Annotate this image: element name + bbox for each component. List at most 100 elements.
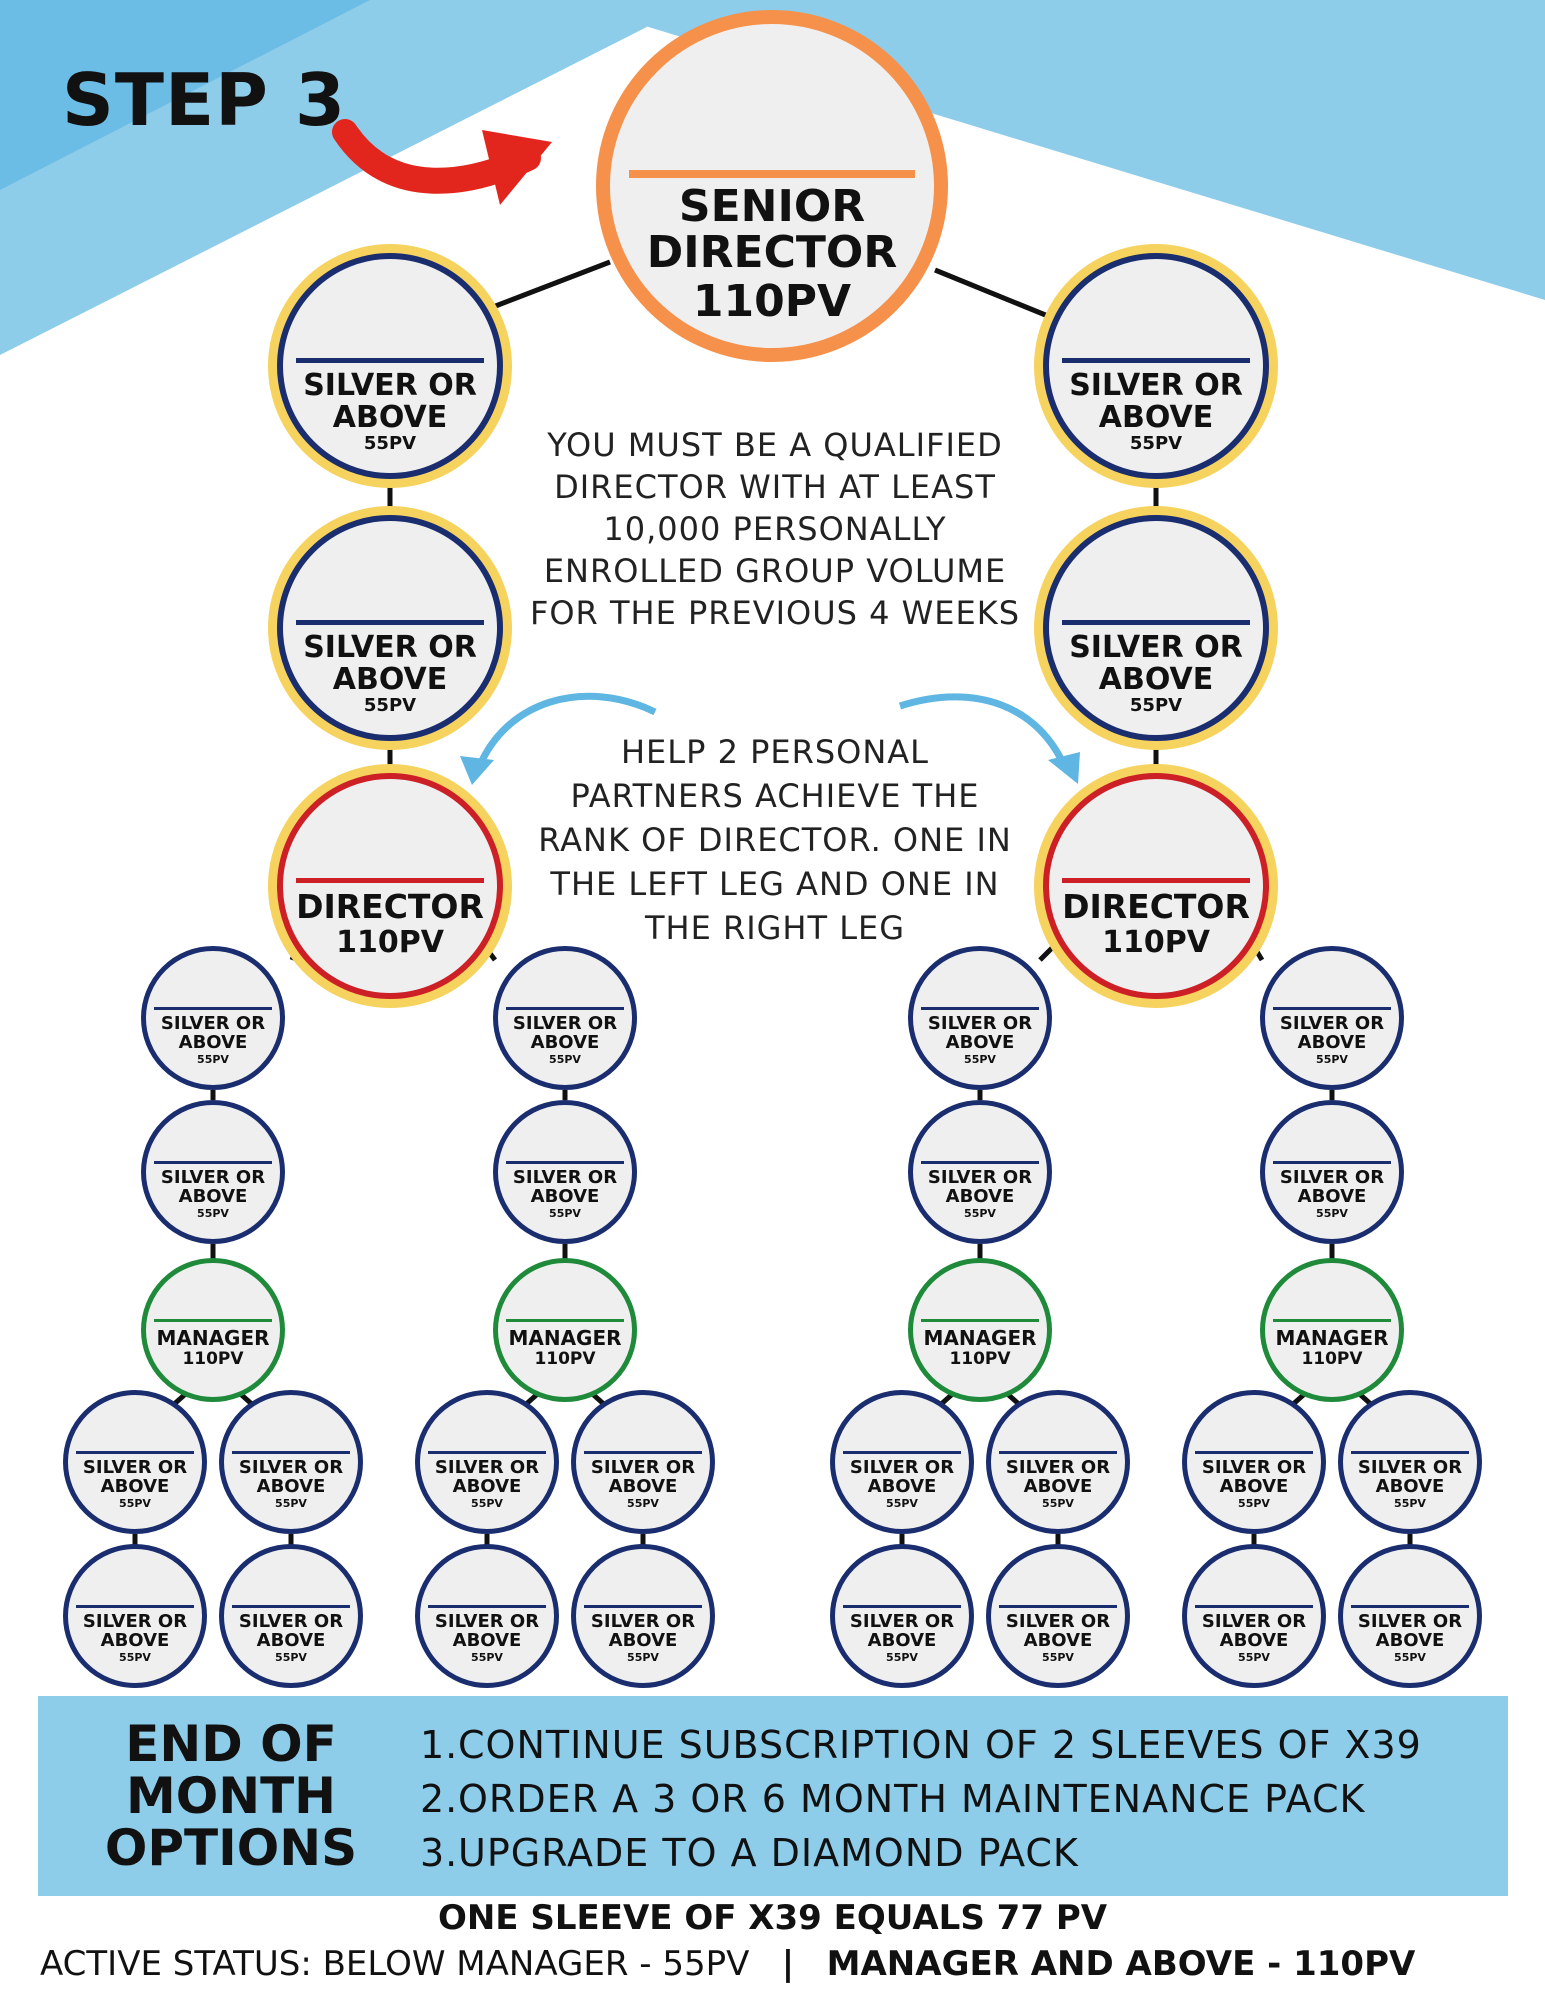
- option-item: 3.UPGRADE TO A DIAMOND PACK: [420, 1826, 1422, 1880]
- node-pv: 55PV: [275, 1651, 307, 1665]
- option-text: ORDER A 3 OR 6 MONTH MAINTENANCE PACK: [458, 1777, 1366, 1821]
- heading-line: MONTH: [125, 1767, 337, 1825]
- node-label: SILVER OR: [434, 1457, 540, 1479]
- node-divider: [584, 1451, 702, 1455]
- help-line: PARTNERS ACHIEVE THE: [570, 777, 980, 815]
- node-label: SILVER OR: [1005, 1611, 1111, 1633]
- node-label: ABOVE: [452, 1476, 522, 1498]
- node-divider: [584, 1605, 702, 1609]
- node-label: MANAGER: [923, 1326, 1037, 1351]
- help-text: HELP 2 PERSONAL PARTNERS ACHIEVE THE RAN…: [510, 730, 1040, 950]
- node-pv: 55PV: [197, 1053, 229, 1067]
- right-blue-arrow: [898, 693, 1070, 772]
- node-divider: [428, 1451, 546, 1455]
- node-label: ABOVE: [530, 1032, 600, 1054]
- node-label: ABOVE: [178, 1186, 248, 1208]
- left-blue-arrow: [474, 692, 657, 772]
- node-label: SILVER OR: [303, 630, 477, 666]
- node-label: SILVER OR: [927, 1167, 1033, 1189]
- node-label: ABOVE: [100, 1476, 170, 1498]
- node-divider: [154, 1319, 272, 1323]
- node-pv: 55PV: [363, 695, 417, 717]
- requirement-line: YOU MUST BE A QUALIFIED: [547, 426, 1003, 464]
- node-label: SILVER OR: [1069, 630, 1243, 666]
- node-divider: [232, 1605, 350, 1609]
- node-divider: [843, 1605, 961, 1609]
- node-pv: 55PV: [627, 1497, 659, 1511]
- node-divider: [1061, 358, 1251, 364]
- node-pv: 55PV: [964, 1053, 996, 1067]
- active-status-manager-above: MANAGER AND ABOVE - 110PV: [826, 1944, 1416, 1984]
- node-pv: 55PV: [549, 1053, 581, 1067]
- node-label: ABOVE: [1219, 1630, 1289, 1652]
- node-label: SILVER OR: [1279, 1013, 1385, 1035]
- node-label: SILVER OR: [434, 1611, 540, 1633]
- node-divider: [629, 169, 915, 178]
- node-label: ABOVE: [1098, 399, 1214, 435]
- help-line: THE RIGHT LEG: [644, 909, 906, 947]
- node-divider: [1273, 1161, 1391, 1165]
- requirement-text: YOU MUST BE A QUALIFIED DIRECTOR WITH AT…: [510, 424, 1040, 634]
- node-pv: 55PV: [471, 1651, 503, 1665]
- node-divider: [843, 1451, 961, 1455]
- node-divider: [506, 1161, 624, 1165]
- node-label: ABOVE: [530, 1186, 600, 1208]
- node-pv: 55PV: [1042, 1497, 1074, 1511]
- option-text: UPGRADE TO A DIAMOND PACK: [458, 1831, 1079, 1875]
- node-label: SILVER OR: [927, 1013, 1033, 1035]
- node-label: MANAGER: [1275, 1326, 1389, 1351]
- active-status-below-manager: ACTIVE STATUS: BELOW MANAGER - 55PV: [40, 1944, 750, 1984]
- help-line: RANK OF DIRECTOR. ONE IN: [538, 821, 1012, 859]
- background-blue-accent: [0, 0, 370, 190]
- node-divider: [428, 1605, 546, 1609]
- node-pv: 110PV: [1301, 1349, 1363, 1370]
- node-pv: 110PV: [336, 925, 444, 961]
- heading-line: OPTIONS: [104, 1819, 358, 1877]
- node-label: ABOVE: [867, 1630, 937, 1652]
- node-label: ABOVE: [1297, 1032, 1367, 1054]
- node-label: DIRECTOR: [1062, 887, 1250, 927]
- node-divider: [999, 1605, 1117, 1609]
- node-label: SILVER OR: [1005, 1457, 1111, 1479]
- node-divider: [232, 1451, 350, 1455]
- node-pv: 110PV: [534, 1349, 596, 1370]
- node-label: ABOVE: [332, 661, 448, 697]
- node-pv: 55PV: [627, 1651, 659, 1665]
- node-pv: 55PV: [1238, 1651, 1270, 1665]
- node-label: ABOVE: [452, 1630, 522, 1652]
- node-label: SILVER OR: [512, 1167, 618, 1189]
- node-label: SILVER OR: [849, 1457, 955, 1479]
- node-pv: 55PV: [1238, 1497, 1270, 1511]
- node-label: ABOVE: [256, 1476, 326, 1498]
- node-pv: 55PV: [197, 1207, 229, 1221]
- node-pv: 55PV: [1129, 433, 1183, 455]
- node-pv: 55PV: [886, 1651, 918, 1665]
- node-divider: [295, 620, 485, 626]
- node-label: SILVER OR: [160, 1013, 266, 1035]
- node-label: ABOVE: [945, 1032, 1015, 1054]
- node-label: SILVER OR: [1357, 1457, 1463, 1479]
- node-divider: [1273, 1319, 1391, 1323]
- footer-active-status: ACTIVE STATUS: BELOW MANAGER - 55PV | MA…: [40, 1944, 1540, 1984]
- node-divider: [1061, 878, 1251, 884]
- node-label: SILVER OR: [1069, 368, 1243, 404]
